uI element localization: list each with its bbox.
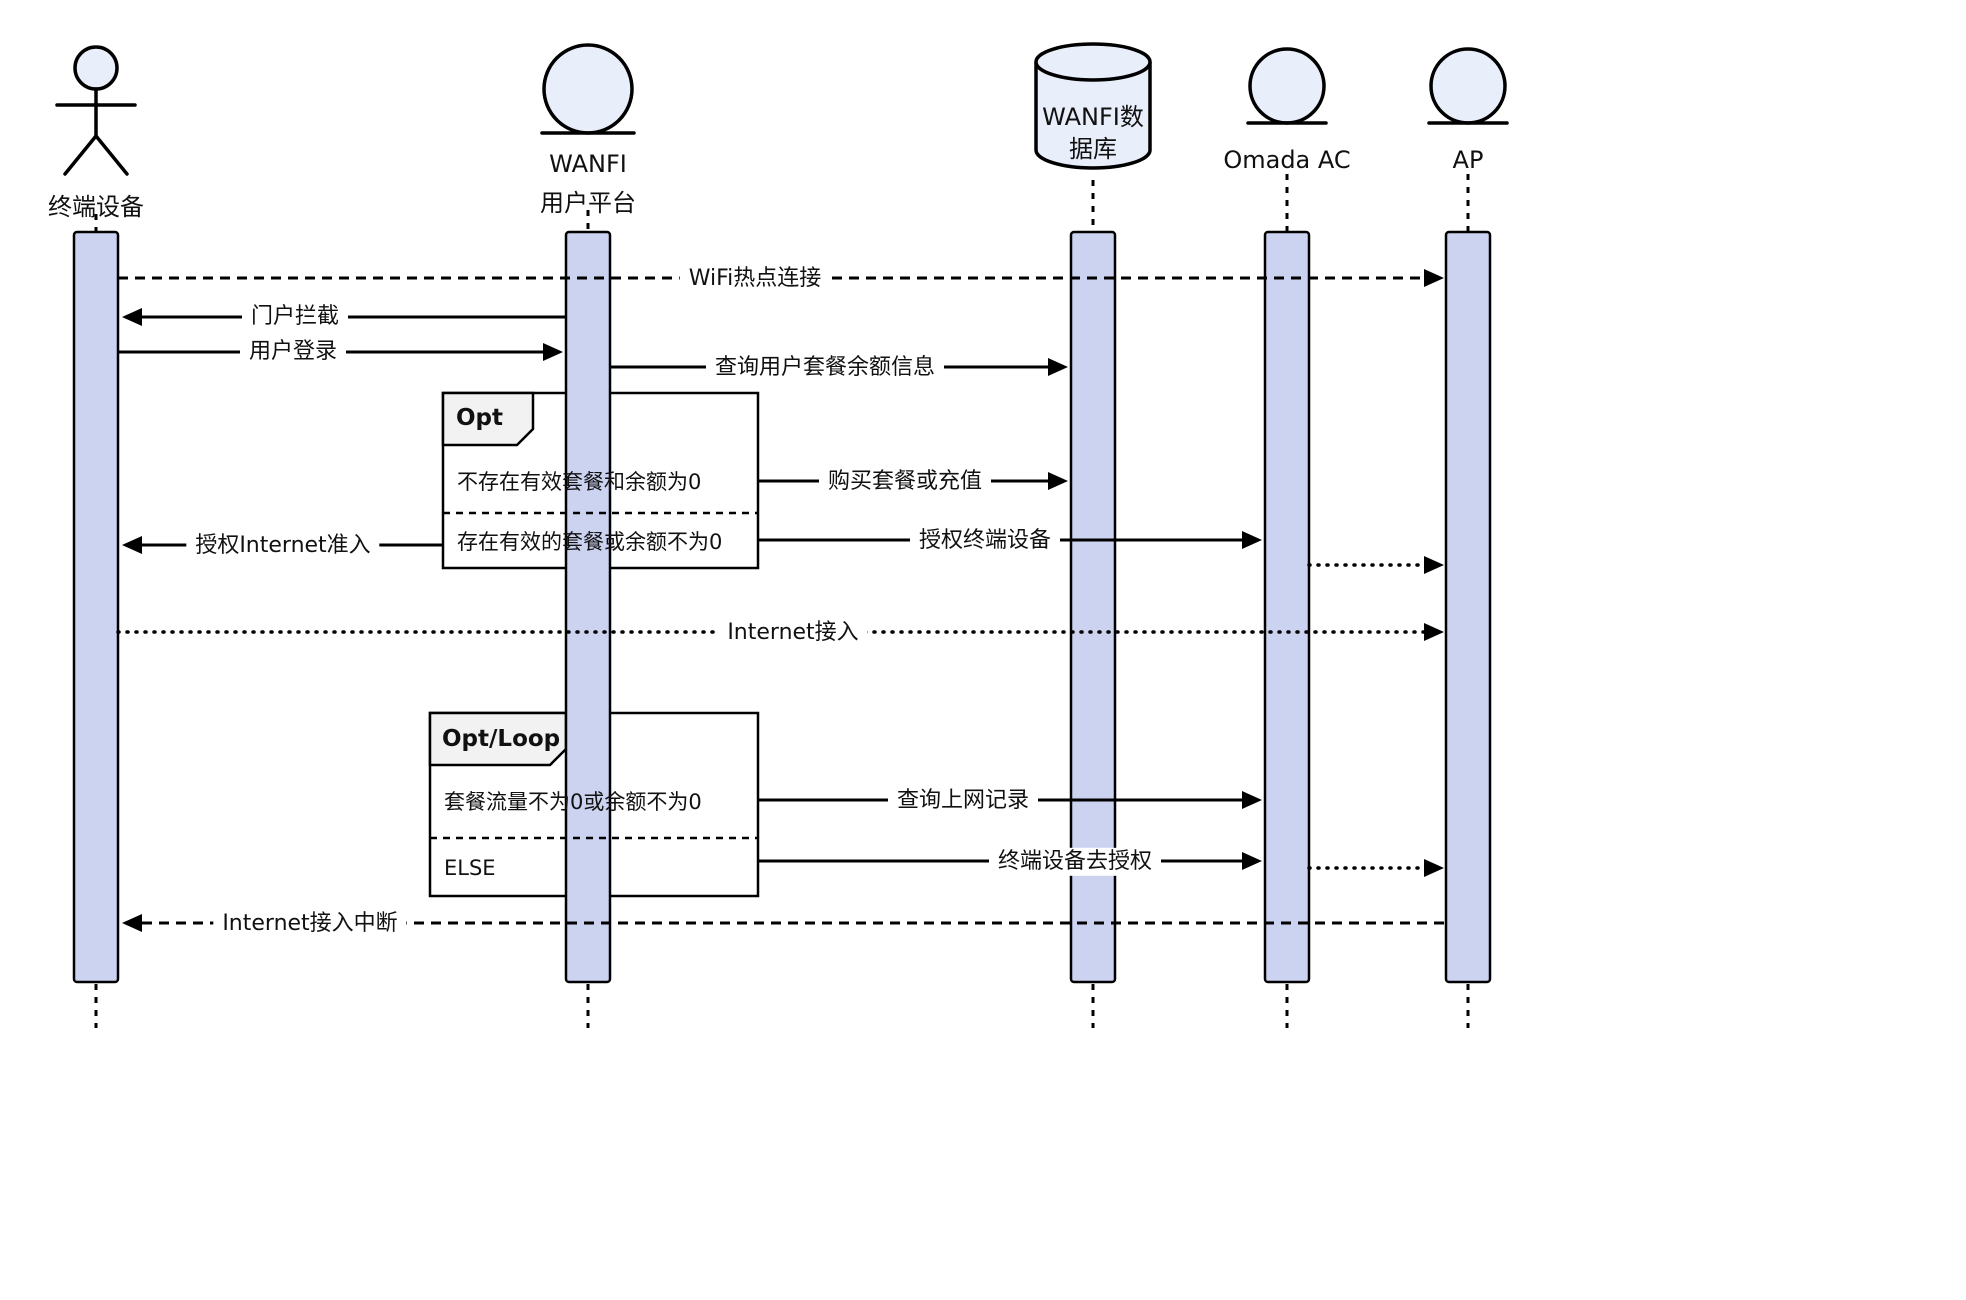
participant-label-db-line2: 据库 [1069,135,1117,163]
arrowhead-query-balance [1048,358,1068,376]
lifelines-top [94,174,1470,231]
message-label-internet-interrupt: Internet接入中断 [213,909,407,939]
message-label-grant-internet: 授权Internet准入 [186,531,380,561]
arrowhead-grant-internet [122,536,142,554]
activation-bar-ap [1444,230,1492,984]
arrowhead-buy-package [1048,472,1068,490]
participant-label-terminal: 终端设备 [48,193,144,221]
entity-omada-ac-icon [1246,47,1328,125]
arrowhead-internet-access [1424,623,1444,641]
arrowhead-user-login [543,343,563,361]
message-label-wifi-connect: WiFi热点连接 [679,264,831,294]
entity-ap-icon [1427,47,1509,125]
fragment-label-opt: Opt [456,405,504,431]
fragment-opt-condition-2: 存在有效的套餐或余额不为0 [457,530,723,554]
activation-bar-terminal [72,230,120,984]
activation-bar-omada-ac [1263,230,1311,984]
arrowhead-relay-deauth [1424,859,1444,877]
message-label-query-records: 查询上网记录 [887,786,1039,816]
fragment-opt-condition-1: 不存在有效套餐和余额为0 [457,470,702,494]
message-label-internet-access: Internet接入 [718,618,868,648]
activation-bars [72,230,1492,984]
fragment-opt-loop-condition-1: 套餐流量不为0或余额不为0 [444,790,702,814]
fragment-opt-loop-condition-2: ELSE [444,856,496,880]
message-label-authorize-device: 授权终端设备 [909,526,1061,556]
participant-label-ap: AP [1452,146,1484,174]
arrowhead-authorize-device [1242,531,1262,549]
message-label-buy-package: 购买套餐或充值 [818,467,992,497]
arrowhead-internet-interrupt [122,914,142,932]
lifelines-bottom [94,984,1470,1028]
participant-label-db-line1: WANFI数 [1042,103,1144,131]
entity-wanfi-platform-icon [540,43,636,135]
arrowhead-portal-intercept [122,308,142,326]
arrowhead-relay-auth [1424,556,1444,574]
participant-label-omada-ac: Omada AC [1223,146,1351,174]
message-label-user-login: 用户登录 [239,337,347,367]
participant-label-wanfi-line1: WANFI [549,150,627,178]
arrowhead-query-records [1242,791,1262,809]
activation-bar-wanfi-db [1069,230,1117,984]
arrowhead-wifi-connect [1424,269,1444,287]
actor-terminal-icon [55,45,137,176]
message-label-portal-intercept: 门户拦截 [241,302,349,332]
participant-label-wanfi-line2: 用户平台 [540,189,636,217]
fragment-label-opt-loop: Opt/Loop [442,726,561,752]
arrowhead-deauthorize-device [1242,852,1262,870]
message-label-deauthorize-device: 终端设备去授权 [988,847,1162,877]
database-wanfi-db-icon [1034,42,1152,170]
message-label-query-balance: 查询用户套餐余额信息 [705,353,945,383]
activation-bar-wanfi-platform [564,230,612,984]
